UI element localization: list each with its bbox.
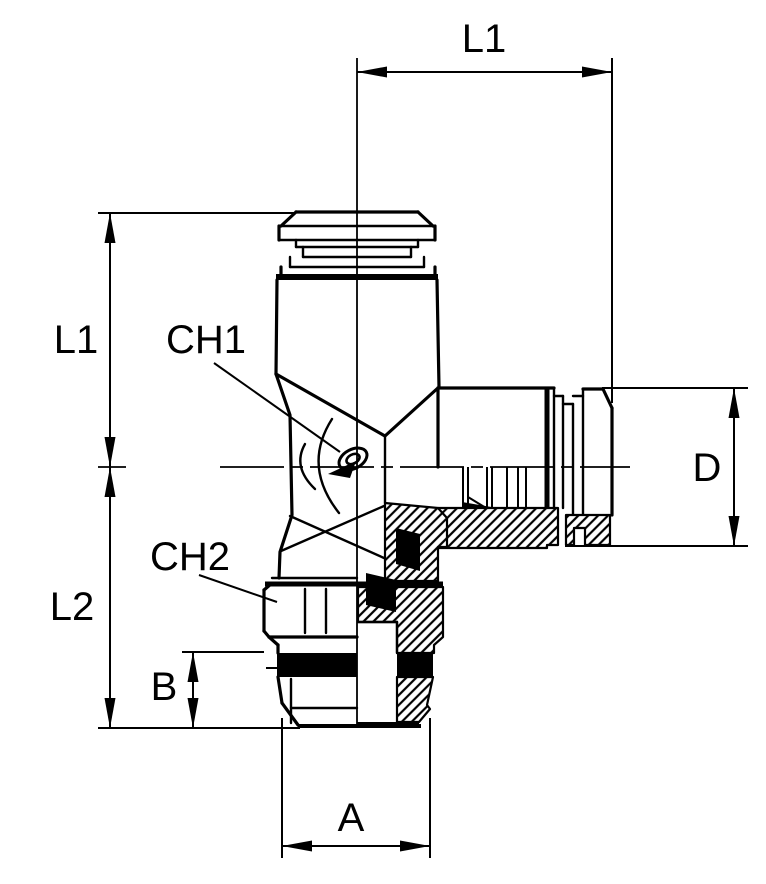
hex-facet-edge (274, 372, 387, 438)
label-b: B (151, 665, 178, 709)
hex-facet-edge (383, 385, 441, 438)
collet-cap-section (564, 513, 612, 547)
ch2-leader-line (198, 574, 278, 603)
right-branch-wall-section (436, 506, 560, 550)
arrowhead (104, 213, 116, 243)
dimension-a: A (281, 718, 431, 858)
arrowhead (357, 66, 387, 78)
male-thread (276, 675, 359, 727)
arrowhead (728, 516, 740, 546)
centerlines (98, 58, 630, 728)
arrowhead (104, 698, 116, 728)
label-a: A (338, 796, 365, 840)
dimension-d: D (565, 387, 748, 547)
label-ch1: CH1 (166, 318, 246, 362)
label-l1-top: L1 (462, 17, 507, 61)
label-ch2: CH2 (150, 535, 230, 579)
label-l1-left: L1 (54, 318, 99, 362)
top-push-in-connector (274, 210, 441, 389)
dimension-l1-left: L1 (54, 212, 296, 467)
arrowhead (187, 698, 199, 728)
arrowhead (582, 66, 612, 78)
arrowhead (104, 437, 116, 467)
dimension-l1-top: L1 (357, 17, 613, 403)
arrowhead (104, 467, 116, 497)
hex-nut (262, 582, 359, 639)
thread-section (395, 675, 435, 724)
seal-band (277, 653, 357, 677)
bottom-threaded-stud (262, 581, 443, 728)
label-l2: L2 (50, 585, 95, 629)
ch1-leader-line (213, 362, 341, 453)
section-hatching (356, 501, 612, 724)
center-body (270, 372, 441, 580)
dimension-b: B (151, 651, 283, 728)
callout-ch1: CH1 (166, 318, 341, 453)
arrowhead (282, 840, 312, 852)
dimension-l2-left: L2 (50, 467, 300, 729)
callout-ch2: CH2 (150, 535, 278, 603)
seal-band-section (397, 653, 433, 677)
label-d: D (693, 446, 722, 490)
arrowhead (728, 388, 740, 418)
arrowhead (400, 840, 430, 852)
arrowhead (187, 652, 199, 682)
ch1-chamfer-detail (337, 446, 369, 472)
